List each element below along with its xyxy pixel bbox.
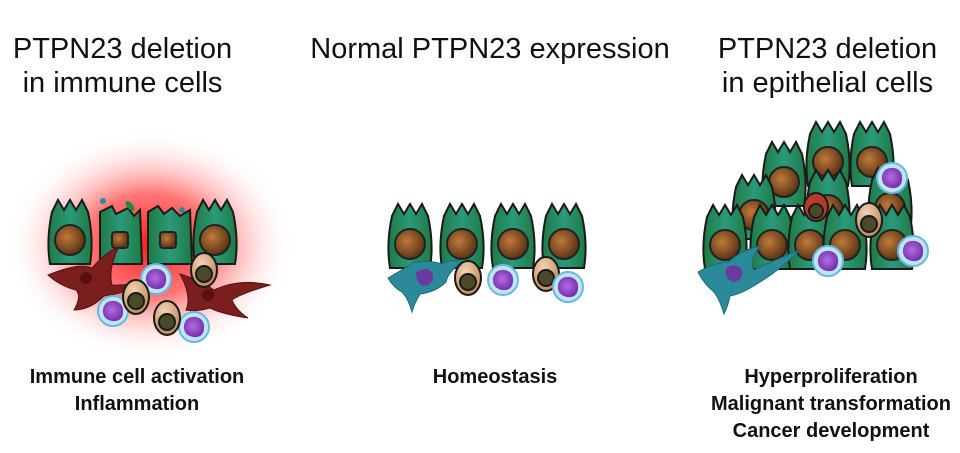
epithelial-cell-icon bbox=[439, 203, 485, 269]
epithelial-cell-icon bbox=[387, 203, 433, 269]
panel-middle-illustration bbox=[387, 203, 587, 314]
caption-line: Inflammation bbox=[74, 393, 200, 415]
damaged-epithelial-cell-icon bbox=[147, 204, 194, 265]
panel-left-title: PTPN23 deletion in immune cells bbox=[0, 32, 245, 100]
panel-right-title: PTPN23 deletion in epithelial cells bbox=[700, 32, 955, 100]
lymphocyte-icon bbox=[876, 162, 908, 194]
macrophage-icon bbox=[855, 202, 883, 238]
panel-middle-title: Normal PTPN23 expression bbox=[290, 32, 690, 66]
macrophage-icon bbox=[153, 300, 181, 336]
caption-line: Homeostasis bbox=[432, 366, 558, 388]
panel-right-title-line1: PTPN23 deletion bbox=[717, 33, 938, 65]
dendritic-cell-icon bbox=[697, 245, 801, 316]
damaged-epithelial-cell-icon bbox=[99, 204, 144, 265]
caption-line: Immune cell activation bbox=[29, 366, 245, 388]
panel-left-caption: Immune cell activation Inflammation bbox=[0, 364, 274, 418]
caption-line: Cancer development bbox=[732, 420, 930, 442]
caption-line: Malignant transformation bbox=[710, 393, 951, 415]
dendritic-cell-icon bbox=[387, 259, 464, 314]
panel-left-title-line2: in immune cells bbox=[22, 67, 223, 99]
panel-left-title-line1: PTPN23 deletion bbox=[12, 33, 233, 65]
macrophage-icon bbox=[454, 260, 482, 296]
apoptotic-cell-icon bbox=[803, 192, 829, 222]
caption-line: Hyperproliferation bbox=[744, 366, 918, 388]
epithelial-cell-icon bbox=[490, 203, 536, 269]
lymphocyte-icon bbox=[178, 311, 210, 343]
macrophage-icon bbox=[190, 252, 218, 288]
lymphocyte-icon bbox=[487, 264, 519, 296]
panel-right-caption: Hyperproliferation Malignant transformat… bbox=[700, 364, 960, 445]
lymphocyte-icon bbox=[812, 245, 844, 277]
panel-right-illustration bbox=[697, 121, 929, 316]
lymphocyte-icon bbox=[897, 235, 929, 267]
panel-middle-title-line1: Normal PTPN23 expression bbox=[310, 33, 670, 65]
panel-middle-caption: Homeostasis bbox=[390, 364, 600, 391]
panel-right-title-line2: in epithelial cells bbox=[721, 67, 934, 99]
lymphocyte-icon bbox=[552, 271, 584, 303]
epithelial-cell-icon bbox=[47, 199, 93, 265]
panel-left-illustration bbox=[5, 130, 295, 360]
macrophage-icon bbox=[122, 279, 150, 315]
